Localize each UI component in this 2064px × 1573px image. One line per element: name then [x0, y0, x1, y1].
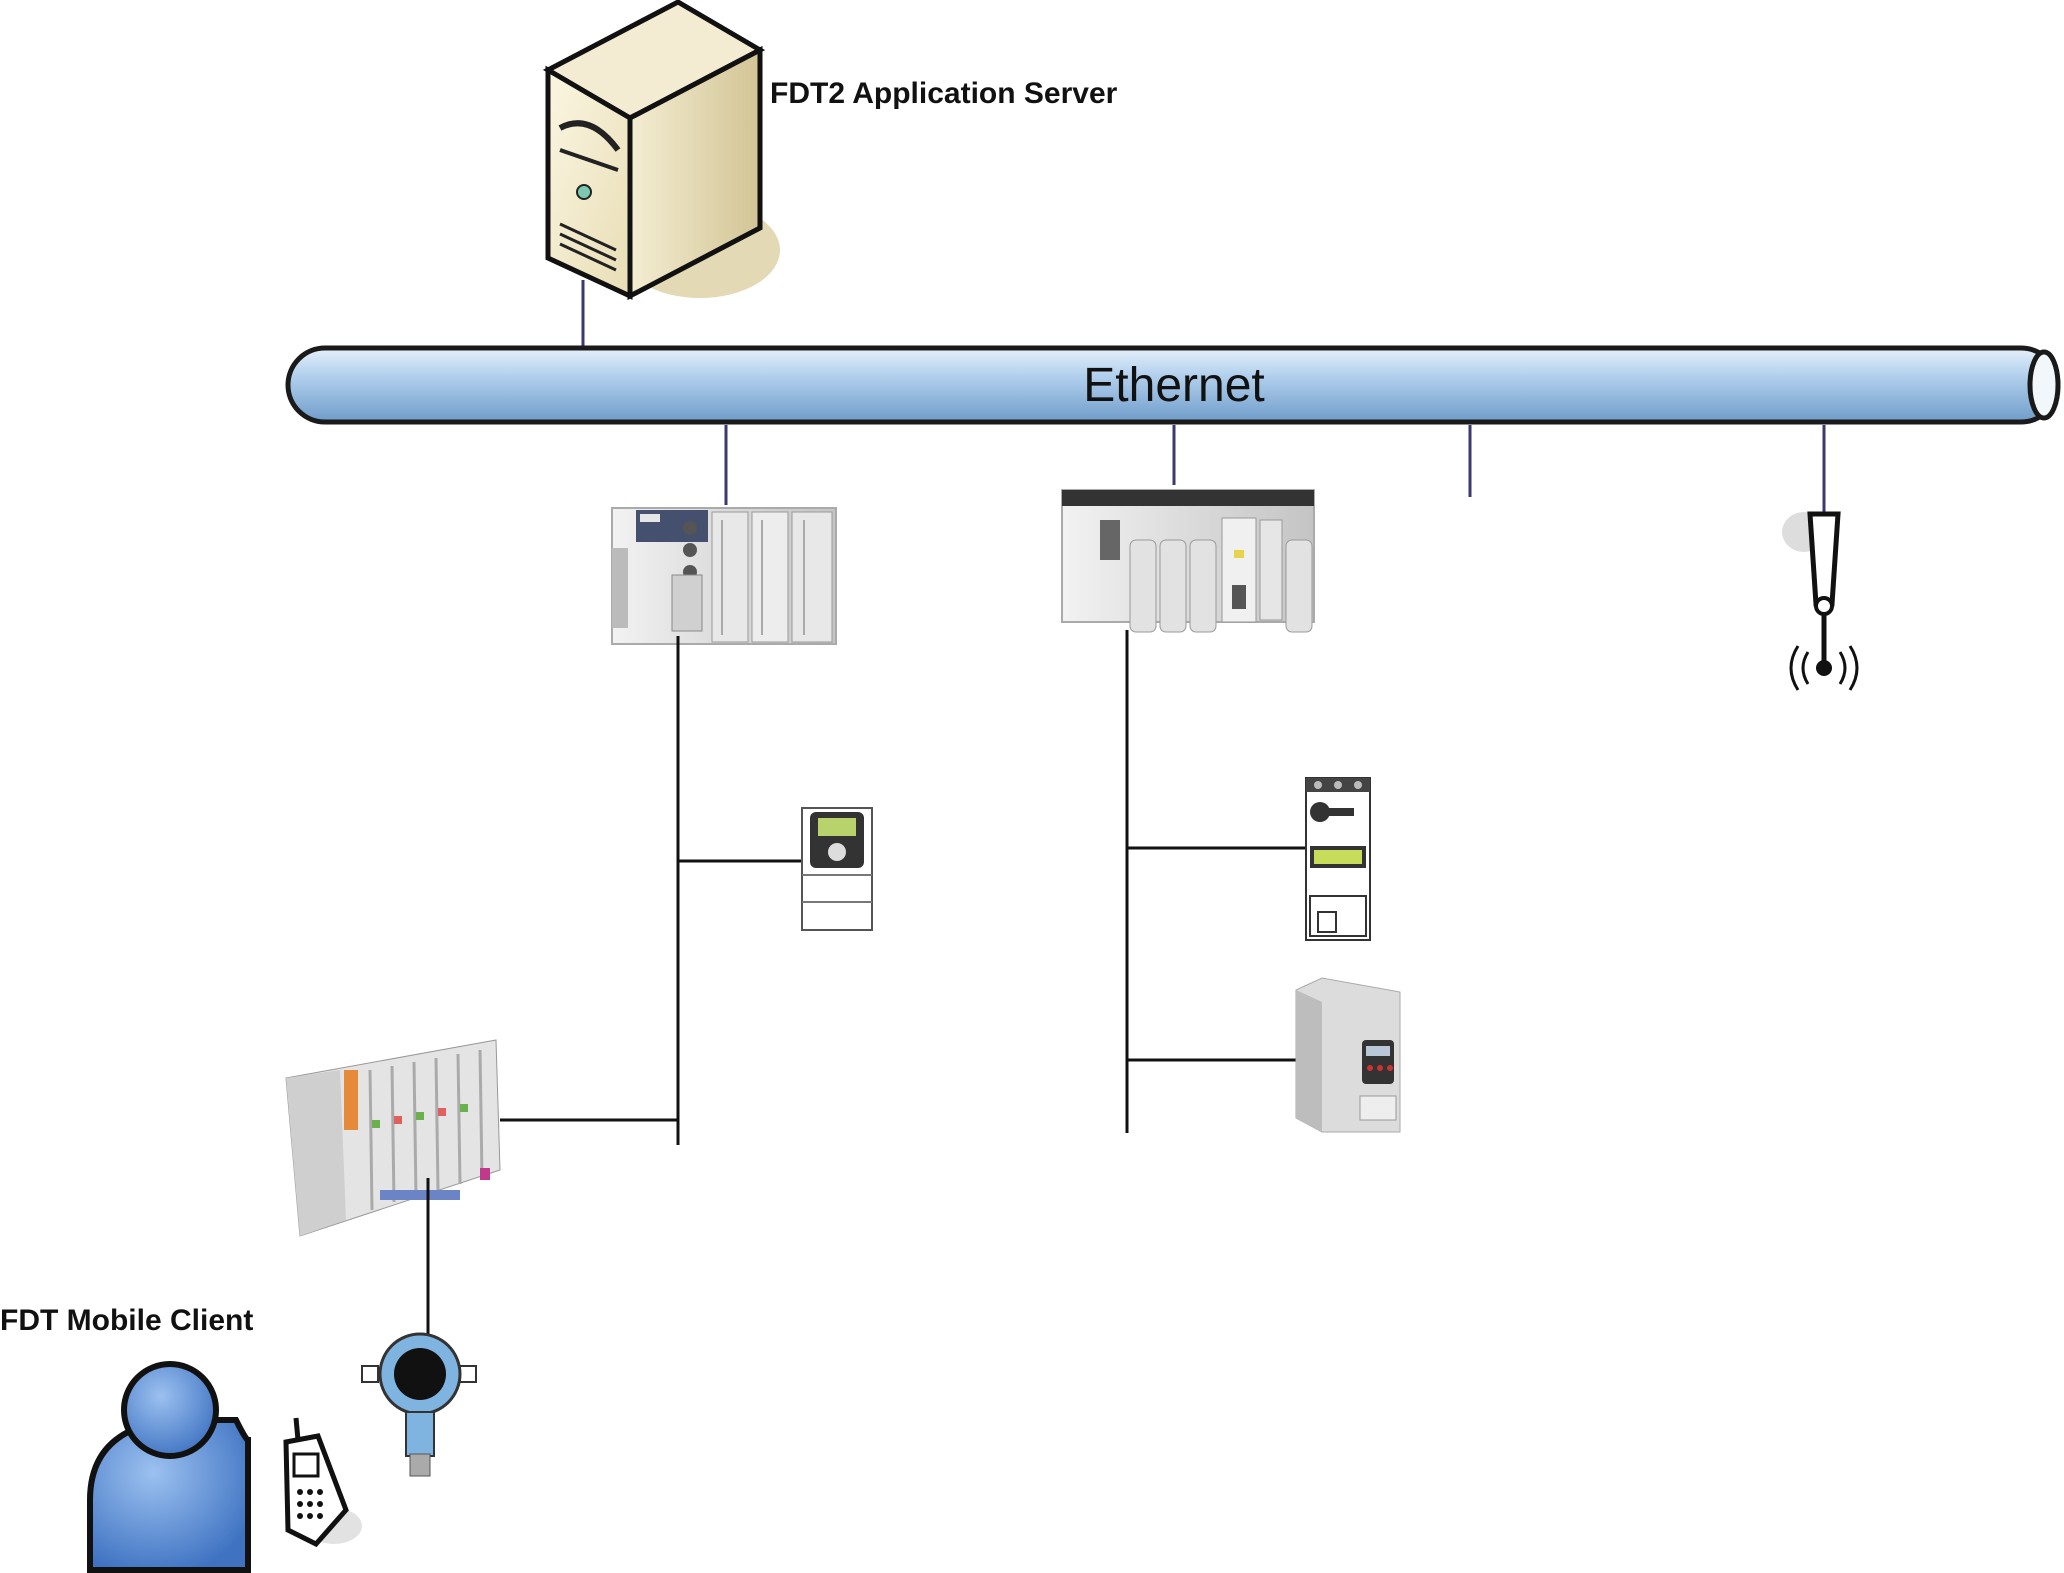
- pressure-transmitter-icon: [361, 1332, 477, 1477]
- modular-plc-icon: [1061, 489, 1315, 633]
- mobile-phone-icon: [283, 1417, 362, 1548]
- user-icon: [87, 1361, 251, 1573]
- plc-rack-icon: [611, 507, 837, 645]
- server-label: FDT2 Application Server: [770, 77, 1118, 110]
- server-icon: [542, 0, 780, 301]
- wireless-antenna-icon: [1782, 511, 1859, 691]
- variable-speed-drive-icon: [1295, 977, 1401, 1133]
- remote-io-icon: [285, 1039, 501, 1237]
- motor-starter-icon: [1305, 777, 1371, 941]
- hmi-drive-icon: [801, 807, 873, 931]
- ethernet-label: Ethernet: [1083, 359, 1264, 412]
- ethernet-bus: [285, 345, 2061, 425]
- mobile-client-label: FDT Mobile Client: [0, 1304, 253, 1337]
